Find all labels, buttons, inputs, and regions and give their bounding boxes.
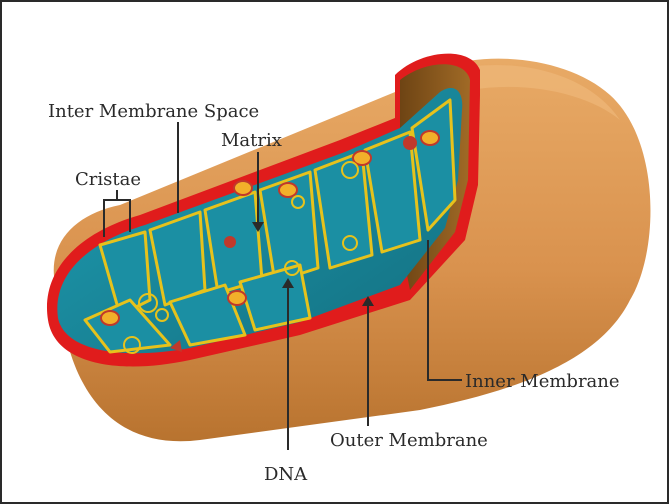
label-outer-membrane: Outer Membrane — [330, 430, 488, 451]
label-inter-membrane-space: Inter Membrane Space — [48, 101, 259, 122]
label-dna: DNA — [264, 464, 308, 485]
label-matrix: Matrix — [221, 130, 282, 151]
label-inner-membrane: Inner Membrane — [465, 371, 620, 392]
label-cristae: Cristae — [75, 169, 141, 190]
